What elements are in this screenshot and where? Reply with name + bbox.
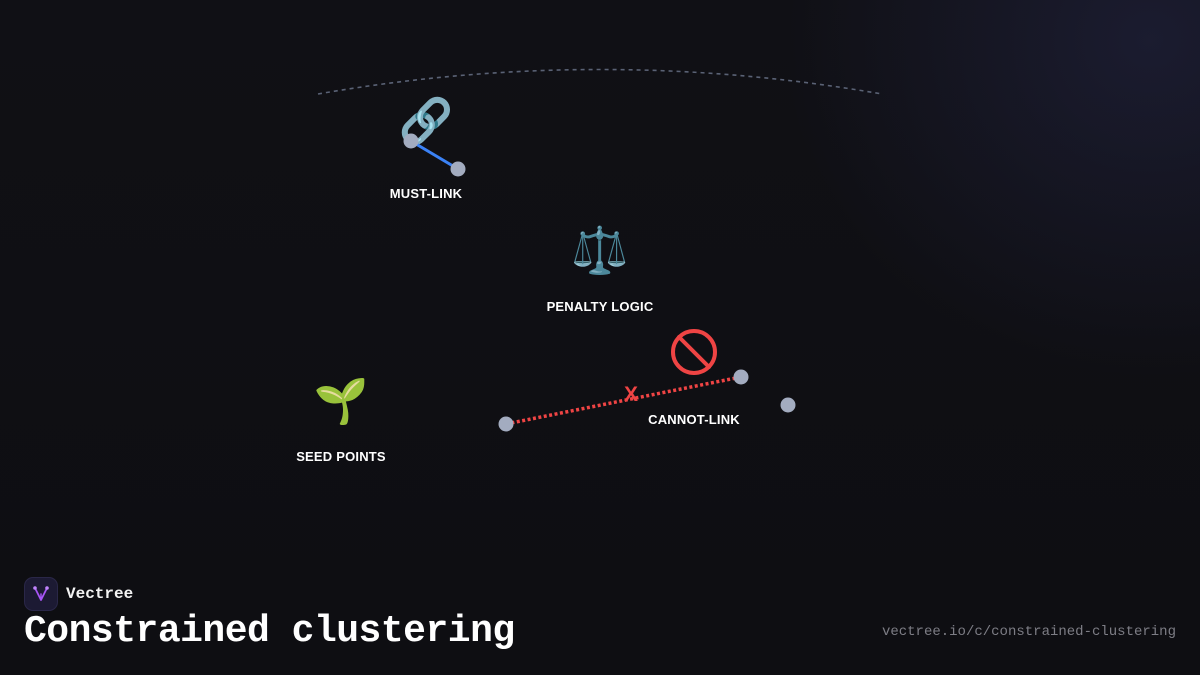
- must-link-node: 🔗 MUST-LINK: [390, 94, 466, 201]
- must-link-point-a: [403, 133, 419, 149]
- seed-points-node: 🌱 SEED POINTS: [296, 376, 386, 464]
- cannot-link-label: CANNOT-LINK: [648, 412, 740, 427]
- penalty-logic-label: PENALTY LOGIC: [547, 299, 654, 314]
- dashed-arc: [317, 68, 883, 95]
- cannot-link-x-marker: X: [624, 383, 638, 406]
- vectree-tree-logo-icon: [24, 577, 58, 611]
- cannot-link-node: X CANNOT-LINK: [498, 329, 796, 432]
- must-link-point-b: [450, 161, 466, 177]
- balance-scale-icon: ⚖️: [571, 223, 628, 277]
- cannot-link-point-b: [733, 369, 749, 385]
- seed-points-label: SEED POINTS: [296, 449, 386, 464]
- outlier-point: [780, 397, 796, 413]
- brand-name: Vectree: [66, 585, 134, 603]
- cannot-link-point-a: [498, 416, 514, 432]
- page-url: vectree.io/c/constrained-clustering: [881, 624, 1176, 640]
- seedling-icon: 🌱: [314, 376, 369, 427]
- prohibited-icon: [671, 329, 717, 375]
- cannot-link-line: [505, 375, 742, 426]
- must-link-label: MUST-LINK: [390, 186, 463, 201]
- page-title: Constrained clustering: [24, 610, 515, 653]
- must-link-line: [409, 139, 460, 171]
- brand: Vectree: [24, 577, 133, 611]
- penalty-logic-node: ⚖️ PENALTY LOGIC: [547, 223, 654, 314]
